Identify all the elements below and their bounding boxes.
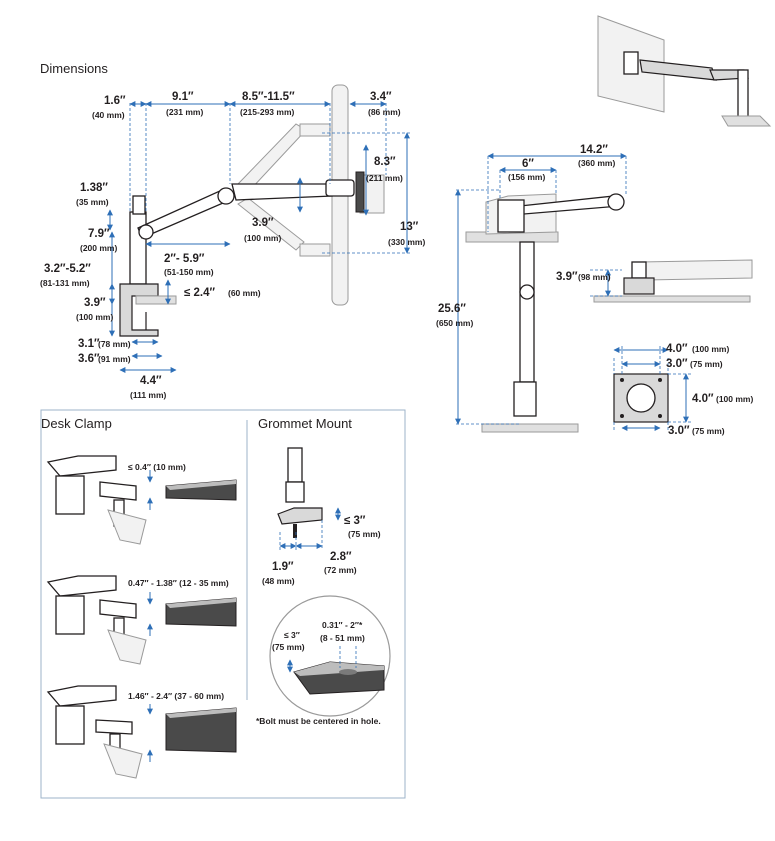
vesa-top-inner-metric: (75 mm): [690, 359, 723, 369]
grommet-width-1-metric: (48 mm): [262, 576, 295, 586]
desk-clamp-medium: 0.47″ - 1.38″ (12 - 35 mm): [46, 575, 237, 665]
side-view-labels: 1.6″ (40 mm) 9.1″ (231 mm) 8.5″-11.5″ (2…: [40, 91, 425, 400]
grommet-width-1: 1.9″: [272, 561, 294, 573]
dim-3-9in-tilt: 3.9″: [252, 217, 274, 229]
desk-clamp-thick-range: 1.46″ - 2.4″ (37 - 60 mm): [128, 691, 224, 701]
dim-4-4in-metric: (111 mm): [130, 390, 167, 400]
grommet-height-metric: (75 mm): [348, 529, 381, 539]
front-view-drawing: [465, 193, 625, 433]
dim-3-9in-tilt-metric: (100 mm): [244, 233, 281, 243]
dim-14-2in: 14.2″: [580, 144, 608, 156]
dim-3-1in-metric: (78 mm): [98, 339, 131, 349]
vesa-plate: 4.0″ (100 mm) 3.0″ (75 mm) 4.0″ (100 mm)…: [613, 343, 753, 437]
vesa-bottom: 3.0″: [668, 425, 690, 437]
grommet-detail-circle: 0.31″ - 2″* (8 - 51 mm) ≤ 3″ (75 mm): [269, 595, 391, 717]
dim-3-9in-clamp: 3.9″: [84, 297, 106, 309]
grommet-hole-range: 0.31″ - 2″*: [322, 620, 363, 630]
side-view-drawing: [119, 84, 385, 337]
desk-clamp-thin: ≤ 0.4″ (10 mm): [46, 455, 237, 545]
vesa-top-outer-metric: (100 mm): [692, 344, 729, 354]
product-thumbnail: [597, 15, 772, 127]
dim-1-6in-metric: (40 mm): [92, 110, 125, 120]
grommet-mount-drawing: ≤ 3″ (75 mm) 1.9″ (48 mm) 2.8″ (72 mm): [262, 447, 381, 586]
dim-6in: 6″: [522, 158, 534, 170]
dim-3-2-5-2in: 3.2″-5.2″: [44, 263, 91, 275]
dim-3-9in-clamp-metric: (100 mm): [76, 312, 113, 322]
dim-3-2-5-2in-metric: (81-131 mm): [40, 278, 90, 288]
dim-2-5-9in-metric: (51-150 mm): [164, 267, 214, 277]
desk-clamp-thick: 1.46″ - 2.4″ (37 - 60 mm): [46, 685, 237, 779]
grommet-circle-height: ≤ 3″: [284, 630, 300, 640]
dim-arm-range: 8.5″-11.5″: [242, 91, 295, 103]
mounting-options-panel: [40, 409, 406, 799]
vesa-right-metric: (100 mm): [716, 394, 753, 404]
vesa-right: 4.0″: [692, 393, 714, 405]
dim-13in: 13″: [400, 221, 419, 233]
dimensions-heading: Dimensions: [40, 61, 108, 76]
dim-4-4in: 4.4″: [140, 375, 162, 387]
dim-25-6in-metric: (650 mm): [436, 318, 473, 328]
dim-2-5-9in: 2″- 5.9″: [164, 253, 205, 265]
grommet-mount-heading: Grommet Mount: [258, 416, 352, 431]
dim-14-2in-metric: (360 mm): [578, 158, 615, 168]
dim-3-6in-metric: (91 mm): [98, 354, 131, 364]
front-view-labels: 14.2″ (360 mm) 6″ (156 mm) 25.6″ (650 mm…: [436, 144, 615, 328]
dim-3-1in: 3.1″: [78, 338, 100, 350]
grommet-width-2: 2.8″: [330, 551, 352, 563]
dim-3-9in-clamp-height-metric: (98 mm): [578, 272, 611, 282]
dim-clamp-max-metric: (60 mm): [228, 288, 261, 298]
side-view-dimension-lines: [107, 101, 410, 373]
dim-25-6in: 25.6″: [438, 303, 466, 315]
dim-1-6in: 1.6″: [104, 95, 126, 107]
clamp-profile-drawing: 3.9″ (98 mm): [556, 259, 753, 303]
dim-1-38in-metric: (35 mm): [76, 197, 109, 207]
dim-clamp-max: ≤ 2.4″: [184, 287, 215, 299]
grommet-note: *Bolt must be centered in hole.: [256, 716, 381, 726]
front-view-dimension-lines: [455, 153, 627, 425]
dim-3-9in-clamp-height: 3.9″: [556, 271, 578, 283]
dim-9-1in: 9.1″: [172, 91, 194, 103]
dim-8-3in-metric: (211 mm): [366, 173, 403, 183]
dim-3-4in: 3.4″: [370, 91, 392, 103]
grommet-hole-range-metric: (8 - 51 mm): [320, 633, 365, 643]
dim-1-38in: 1.38″: [80, 182, 108, 194]
vesa-bottom-metric: (75 mm): [692, 426, 725, 436]
vesa-top-inner: 3.0″: [666, 358, 688, 370]
grommet-width-2-metric: (72 mm): [324, 565, 357, 575]
dim-8-3in: 8.3″: [374, 156, 396, 168]
dim-3-4in-metric: (86 mm): [368, 107, 401, 117]
dim-9-1in-metric: (231 mm): [166, 107, 203, 117]
dim-7-9in-metric: (200 mm): [80, 243, 117, 253]
dim-6in-metric: (156 mm): [508, 172, 545, 182]
desk-clamp-thin-range: ≤ 0.4″ (10 mm): [128, 462, 186, 472]
dim-3-6in: 3.6″: [78, 353, 100, 365]
grommet-circle-height-metric: (75 mm): [272, 642, 305, 652]
desk-clamp-medium-range: 0.47″ - 1.38″ (12 - 35 mm): [128, 578, 229, 588]
desk-clamp-heading: Desk Clamp: [41, 416, 112, 431]
dim-13in-metric: (330 mm): [388, 237, 425, 247]
vesa-top-outer: 4.0″: [666, 343, 688, 355]
grommet-height: ≤ 3″: [344, 515, 366, 527]
dim-7-9in: 7.9″: [88, 228, 110, 240]
dim-arm-range-metric: (215-293 mm): [240, 107, 295, 117]
